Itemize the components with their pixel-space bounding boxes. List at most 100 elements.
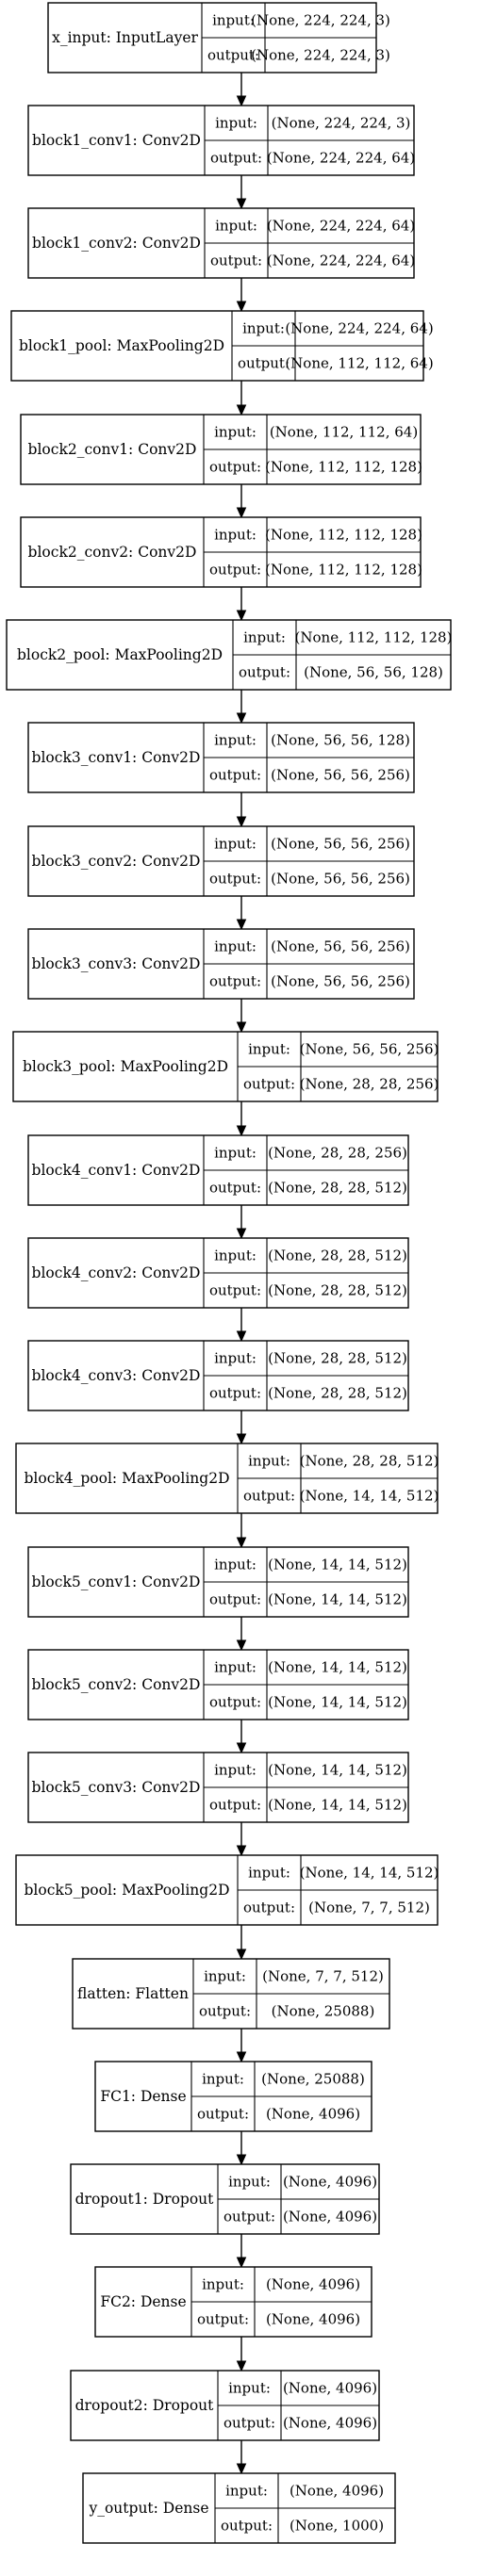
- output-label: output:: [209, 562, 261, 579]
- arrowhead-icon: [236, 610, 247, 622]
- layer-node: block3_conv2: Conv2Dinput:output:(None, …: [27, 825, 415, 897]
- layer-name: block4_conv1: Conv2D: [32, 1162, 201, 1179]
- layer-node: block5_conv2: Conv2Dinput:output:(None, …: [27, 1649, 409, 1720]
- input-label: input:: [215, 115, 257, 132]
- input-shape: (None, 224, 224, 64): [285, 320, 433, 337]
- output-label: output:: [210, 150, 262, 167]
- output-shape: (None, 56, 56, 256): [271, 767, 410, 784]
- input-label: input:: [214, 424, 257, 441]
- layer-name: FC2: Dense: [100, 2293, 186, 2310]
- output-shape: (None, 224, 224, 64): [267, 253, 415, 269]
- input-shape: (None, 4096): [290, 2483, 384, 2500]
- layer-node: block4_pool: MaxPooling2Dinput:output:(N…: [15, 1443, 439, 1514]
- layer-name: block3_conv3: Conv2D: [32, 955, 201, 972]
- layer-name: block5_pool: MaxPooling2D: [24, 1882, 229, 1899]
- arrowhead-icon: [236, 404, 247, 416]
- layer-node: block2_pool: MaxPooling2Dinput:output:(N…: [6, 619, 452, 691]
- input-label: input:: [243, 629, 286, 646]
- input-shape: (None, 224, 224, 64): [267, 218, 415, 235]
- output-label: output:: [209, 1797, 261, 1814]
- output-shape: (None, 56, 56, 128): [304, 664, 443, 681]
- input-label: input:: [214, 1762, 257, 1779]
- output-label: output:: [223, 2209, 275, 2225]
- input-label: input:: [214, 836, 257, 853]
- output-shape: (None, 112, 112, 64): [285, 355, 433, 372]
- layer-node: block1_conv1: Conv2D input: output: (None, …: [27, 105, 415, 176]
- layer-name: block5_conv3: Conv2D: [32, 1779, 201, 1796]
- output-shape: (None, 25088): [272, 2003, 375, 2020]
- layer-node: block3_conv3: Conv2Dinput:output:(None, …: [27, 928, 415, 1000]
- arrowhead-icon: [236, 1330, 247, 1343]
- layer-node: block2_conv1: Conv2Dinput:output:(None, …: [20, 414, 422, 485]
- input-shape: (None, 28, 28, 512): [268, 1350, 407, 1367]
- input-shape: (None, 14, 14, 512): [300, 1865, 439, 1882]
- output-shape: (None, 7, 7, 512): [308, 1899, 430, 1916]
- input-shape: (None, 25088): [261, 2071, 365, 2088]
- input-shape: (None, 7, 7, 512): [262, 1968, 384, 1985]
- layer-name: dropout2: Dropout: [75, 2397, 215, 2414]
- input-shape: (None, 56, 56, 128): [271, 732, 410, 749]
- input-label: input:: [228, 2380, 271, 2397]
- input-shape: (None, 112, 112, 64): [270, 424, 418, 441]
- output-label: output:: [209, 767, 261, 784]
- layer-name: x_input: InputLayer: [52, 29, 198, 46]
- output-shape: (None, 4096): [266, 2106, 360, 2123]
- layer-node: block1_conv2: Conv2Dinput:output:(None, …: [27, 207, 415, 279]
- output-label: output:: [209, 1591, 261, 1608]
- layer-name: block1_conv1: Conv2D: [32, 132, 201, 149]
- output-shape: (None, 28, 28, 512): [268, 1385, 407, 1402]
- output-shape: (None, 56, 56, 256): [271, 871, 410, 888]
- layer-name: block2_conv2: Conv2D: [28, 544, 197, 561]
- layer-node: block5_conv3: Conv2D input: output: (None, …: [27, 1752, 409, 1823]
- output-label: output:: [243, 1899, 295, 1916]
- layer-name: block1_conv2: Conv2D: [32, 235, 201, 252]
- arrowhead-icon: [236, 2051, 247, 2063]
- input-label: input:: [214, 1247, 257, 1264]
- layer-name: block5_conv1: Conv2D: [32, 1573, 201, 1590]
- input-label: input:: [212, 12, 255, 29]
- layer-node: block4_conv1: Conv2Dinput:output:(None, …: [27, 1134, 409, 1206]
- output-shape: (None, 4096): [266, 2311, 360, 2328]
- input-label: input:: [225, 2483, 268, 2500]
- input-label: input:: [248, 1453, 290, 1470]
- output-label: output:: [209, 1180, 261, 1197]
- output-label: output:: [243, 1488, 295, 1505]
- output-shape: (None, 28, 28, 512): [268, 1282, 407, 1299]
- arrowhead-icon: [236, 2360, 247, 2372]
- arrowhead-icon: [236, 95, 247, 107]
- input-label: input:: [242, 320, 285, 337]
- output-label: output:: [199, 2003, 251, 2020]
- output-label: output:: [197, 2106, 249, 2123]
- input-shape: (None, 28, 28, 256): [268, 1145, 407, 1162]
- arrowhead-icon: [236, 816, 247, 828]
- output-label: output:: [210, 253, 262, 269]
- input-label: input:: [214, 938, 257, 955]
- layer-node: block4_conv2: Conv2Dinput:output:(None, …: [27, 1237, 409, 1309]
- layer-name: y_output: Dense: [88, 2500, 208, 2517]
- input-shape: (None, 14, 14, 512): [268, 1762, 407, 1779]
- output-shape: (None, 112, 112, 128): [265, 562, 422, 579]
- input-label: input:: [214, 732, 257, 749]
- layer-node: block5_conv1: Conv2Dinput:output:(None, …: [27, 1546, 409, 1618]
- arrowhead-icon: [236, 198, 247, 210]
- layer-node: block3_pool: MaxPooling2Dinput:output:(N…: [12, 1031, 439, 1102]
- input-shape: (None, 4096): [266, 2276, 360, 2293]
- layer-node: block2_conv2: Conv2Dinput:output:(None, …: [20, 516, 422, 588]
- layer-name: block3_pool: MaxPooling2D: [23, 1058, 228, 1075]
- output-label: output:: [239, 664, 290, 681]
- layer-name: block3_conv1: Conv2D: [32, 749, 201, 766]
- layer-name: block2_conv1: Conv2D: [28, 441, 197, 458]
- input-shape: (None, 14, 14, 512): [268, 1557, 407, 1573]
- output-shape: (None, 14, 14, 512): [268, 1591, 407, 1608]
- output-shape: (None, 224, 224, 3): [251, 47, 390, 64]
- layer-name: block5_conv2: Conv2D: [32, 1676, 201, 1693]
- arrowhead-icon: [236, 1125, 247, 1137]
- arrowhead-icon: [236, 301, 247, 313]
- input-shape: (None, 56, 56, 256): [271, 836, 410, 853]
- input-shape: (None, 224, 224, 3): [272, 115, 411, 132]
